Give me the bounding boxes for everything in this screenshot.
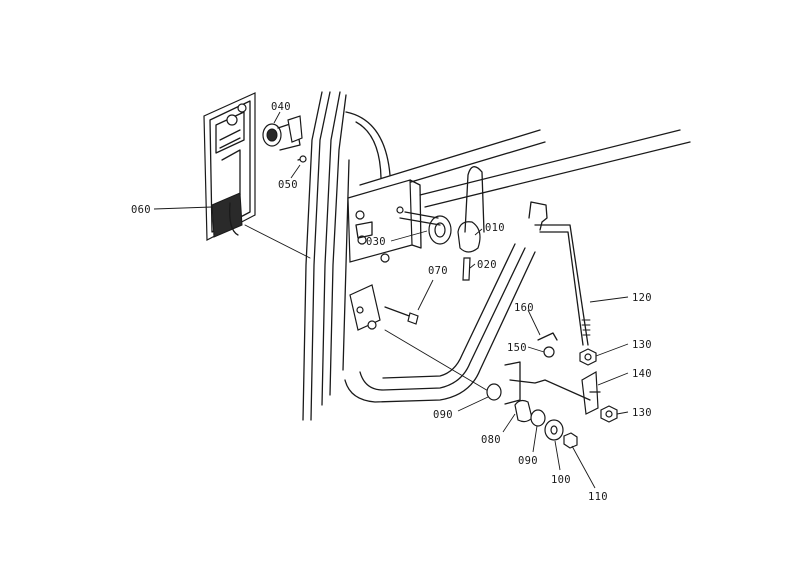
roller-assembly — [399, 166, 485, 281]
rod-fasteners — [579, 348, 618, 423]
label-090-upper: 090 — [433, 409, 453, 421]
label-060: 060 — [131, 204, 151, 216]
label-030: 030 — [366, 236, 386, 248]
label-120: 120 — [632, 292, 652, 304]
label-130-lower: 130 — [632, 407, 652, 419]
door-frame — [244, 91, 691, 421]
mounting-bracket — [347, 179, 422, 331]
label-070: 070 — [428, 265, 448, 277]
label-090-lower: 090 — [518, 455, 538, 467]
inner-handle-plate — [203, 92, 256, 241]
label-040: 040 — [271, 101, 291, 113]
screw-070 — [384, 306, 419, 325]
lever-assembly — [384, 329, 591, 449]
part-labels: 010 020 030 040 050 060 070 080 090 090 … — [131, 101, 652, 503]
label-100: 100 — [551, 474, 571, 486]
label-020: 020 — [477, 259, 497, 271]
label-140: 140 — [632, 368, 652, 380]
leader-lines — [153, 111, 629, 489]
label-010: 010 — [485, 222, 505, 234]
screw-050 — [297, 155, 307, 163]
label-130-upper: 130 — [632, 339, 652, 351]
label-050: 050 — [278, 179, 298, 191]
label-110: 110 — [588, 491, 608, 503]
label-080: 080 — [481, 434, 501, 446]
label-160: 160 — [514, 302, 534, 314]
control-rod — [528, 201, 591, 346]
label-150: 150 — [507, 342, 527, 354]
lock-cylinder — [262, 115, 303, 151]
